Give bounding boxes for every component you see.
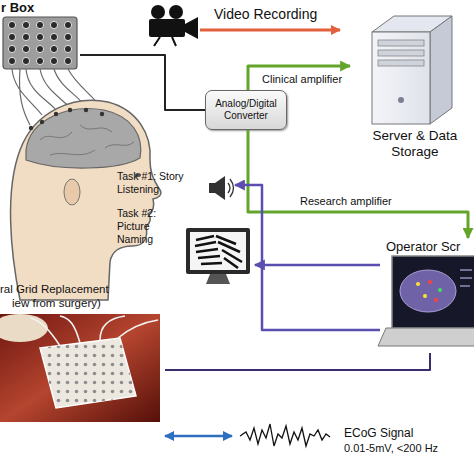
socket-grid	[5, 19, 75, 67]
server-side	[430, 16, 452, 124]
laptop-icon	[378, 256, 474, 346]
drive-bay	[378, 40, 424, 46]
task-node: Task #2: Picture Naming	[115, 205, 255, 287]
box-title: r Box	[1, 0, 34, 15]
task-node: Task #1: Story Listening	[115, 168, 235, 202]
gloved-hand	[0, 314, 48, 342]
panel	[3, 17, 77, 69]
patient-head	[11, 100, 161, 300]
electrode-grid	[40, 338, 136, 408]
screen-label: Operator Scr	[386, 239, 460, 254]
server-node: Server & Data Storage	[350, 10, 474, 160]
brain	[26, 109, 141, 168]
ear	[64, 179, 80, 205]
monitor-frame	[186, 228, 250, 274]
connector	[248, 66, 350, 90]
photo-title: ral Grid Replacement	[0, 282, 109, 296]
video-line	[200, 29, 340, 32]
electrode-grid-dots	[40, 338, 136, 408]
camera-body	[149, 19, 185, 37]
server-front	[372, 32, 430, 124]
converter-label: Analog/Digital Converter	[206, 98, 286, 122]
grid-cables	[30, 316, 158, 346]
speaker-cone	[215, 176, 225, 200]
drive-bay	[378, 60, 424, 66]
monitor-icon	[186, 228, 250, 284]
electrode	[68, 108, 72, 112]
connector	[165, 353, 430, 370]
camera-lens	[185, 17, 198, 39]
ecog-signal-node: ECoG Signal 0.01-5mV, <200 Hz	[232, 418, 474, 468]
connector	[255, 264, 380, 267]
ecog-waveform	[240, 424, 330, 446]
laptop-screen	[392, 256, 474, 328]
zebra-stripes	[195, 236, 242, 268]
electrode	[84, 108, 88, 112]
converter-box: Analog/Digital Converter	[205, 90, 287, 130]
electrode	[100, 112, 104, 116]
sound-waves	[228, 179, 234, 197]
signal-title: ECoG Signal	[344, 426, 413, 440]
surgery-photo	[0, 314, 160, 422]
monitor-screen	[190, 232, 246, 270]
electrode	[416, 282, 420, 286]
photo-subtitle: iew from surgery)	[12, 296, 101, 310]
electrode	[438, 288, 442, 292]
task-label: Task #1: Story Listening	[117, 170, 207, 196]
operator-screen: Operator Scr	[380, 238, 474, 353]
camera-legs	[154, 37, 176, 46]
electrode	[54, 112, 58, 116]
signal-range: 0.01-5mV, <200 Hz	[344, 442, 438, 455]
connector	[248, 130, 468, 238]
task-label: Task #2: Picture Naming	[117, 207, 185, 246]
electrode	[428, 280, 432, 284]
drive-bay	[378, 50, 424, 56]
connector-label: Clinical amplifier	[262, 73, 342, 85]
connector-label: Research amplifier	[300, 195, 392, 207]
connector	[80, 55, 205, 110]
film-reel	[151, 5, 165, 19]
server-label: Server & Data Storage	[360, 128, 470, 160]
server-tower	[372, 16, 452, 124]
amplifier-panel	[3, 17, 102, 125]
electrode	[434, 298, 438, 302]
monitor-stand	[206, 274, 230, 284]
speaker-icon	[209, 176, 234, 200]
power-button	[398, 97, 404, 103]
screen-lines	[460, 270, 472, 286]
connector	[165, 435, 232, 438]
electrode	[40, 120, 44, 124]
brain-gyri	[40, 125, 134, 155]
video-camera	[149, 5, 198, 46]
head-outline	[11, 100, 161, 300]
speaker-body	[209, 183, 215, 193]
electrode	[423, 294, 427, 298]
laptop-base	[378, 328, 474, 346]
brain-render	[400, 270, 456, 312]
line-label: Video Recording	[214, 6, 317, 22]
surgery-photo-node: ral Grid Replacementiew from surgery)	[0, 282, 165, 442]
amplifier-box: r Box	[0, 0, 80, 72]
film-reel	[169, 5, 183, 19]
electrode	[29, 126, 33, 130]
